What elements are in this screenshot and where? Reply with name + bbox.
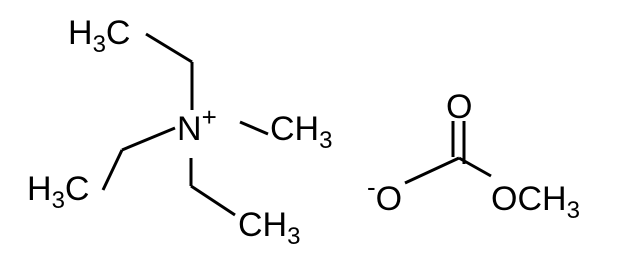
ethyl-top-label: H3C [68, 14, 130, 58]
anion-labels: O -O OCH3 [367, 88, 580, 224]
nitrogen-label: N+ [177, 102, 217, 148]
ethyl-left-label: H3C [27, 170, 89, 214]
bond-c-methoxy-o [458, 156, 492, 178]
cation-bonds [101, 32, 269, 217]
bond-oxide-c [404, 156, 460, 185]
anion-bonds [404, 121, 492, 185]
ethyl-bottom-label: CH3 [238, 206, 300, 250]
bond-top-ch3-ch2 [145, 32, 193, 64]
bond-n-methyl [239, 120, 269, 136]
methyl-label: CH3 [270, 110, 332, 154]
bond-bottom-ch2-ch3 [190, 184, 236, 217]
oxide-label: -O [367, 172, 402, 218]
bond-left-ch3-ch2 [101, 149, 124, 191]
methoxy-label: OCH3 [491, 180, 580, 224]
carbonyl-oxygen-label: O [446, 88, 472, 126]
cation-labels: H3C N+ CH3 H3C CH3 [27, 14, 332, 250]
bond-left-ch2-n [121, 126, 176, 152]
